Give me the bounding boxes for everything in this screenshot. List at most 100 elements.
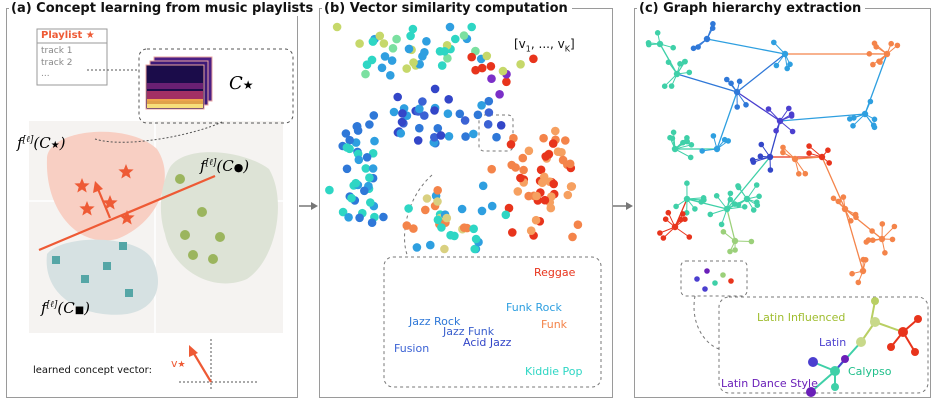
panel-vector-similarity: (b) Vector similarity computation [v1, .… [319,1,613,398]
embedding-point [433,215,443,225]
embedding-point [377,63,387,73]
vector-notation: [v1, ..., vK] [514,37,575,54]
embedding-point [492,132,501,142]
embedding-point [380,52,390,61]
graph-node [750,207,757,213]
graph-node [849,270,855,277]
graph-node [665,59,672,65]
graph-node [661,83,668,89]
graph-node [756,193,762,200]
embedding-point [437,61,447,70]
embedding-point [367,218,377,227]
graph-node [806,143,812,149]
graph-node [825,147,831,153]
embedding-point [412,243,422,252]
graph-node [686,69,693,76]
embedding-point [392,34,401,44]
embedding-point [368,149,378,158]
embedding-point [471,65,480,75]
embedding-point [409,224,418,233]
graph-node [680,139,686,146]
graph-node [748,238,755,245]
playlist-track: ... [41,69,50,79]
hierarchy-graph [645,21,929,397]
graph-hub [743,195,751,203]
graph-node [662,216,669,222]
embedding-point [486,62,496,71]
graph-node [701,197,707,203]
embedding-point [443,109,453,118]
graph-node [707,211,714,218]
circle-points [175,174,225,264]
label-latin-dance-style: Latin Dance Style [721,377,818,390]
embedding-point [546,203,556,213]
embedding-point [338,207,348,217]
embedding-point [544,150,554,159]
embedding-point [436,131,446,140]
embedding-point [487,201,497,211]
f-star-label: f[ℓ](C★) [17,134,66,152]
graph-node [867,98,874,105]
graph-node [835,198,842,205]
embedding-point [379,212,388,222]
star-point [102,195,118,210]
square-points [52,242,133,297]
graph-hub [731,237,739,245]
embedding-point [430,84,440,94]
embedding-point [409,58,418,67]
graph-node [796,171,802,177]
f-circle-label: f[ℓ](C●) [200,157,250,175]
graph-node [680,211,686,217]
graph-node [767,167,774,173]
c-star-label: C★ [229,73,254,94]
embedding-point [433,186,442,195]
embedding-point [342,164,352,174]
embedding-point [568,232,577,242]
embedding-point [487,164,496,174]
graph-node [682,216,688,222]
graph-node [702,286,708,292]
graph-node [855,279,862,286]
graph-node [728,278,734,284]
embedding-point [360,186,369,196]
panel-concept-learning: (a) Concept learning from music playlist… [6,1,318,398]
graph-node [826,160,832,166]
graph-node [669,135,676,142]
star-point [119,210,135,225]
embedding-point [551,126,560,136]
graph-node [735,183,741,189]
embedding-point [469,224,478,234]
graph-node [684,180,690,186]
graph-node [871,116,878,123]
spectrogram-icon [145,56,213,110]
graph-node [773,62,780,69]
embedding-point [467,52,476,62]
embedding-point [420,48,429,57]
graph-node [678,216,684,223]
embedding-point [370,136,379,146]
genre-reggae: Reggae [534,266,576,279]
embedding-point [484,96,494,106]
embedding-point [518,153,528,163]
graph-hub [713,145,721,153]
graph-node [879,221,886,227]
embedding-point [548,139,558,148]
embedding-point [402,221,412,230]
embedding-point [354,155,364,165]
graph-node [787,61,793,68]
graph-node [802,170,809,177]
graph-node [710,133,717,139]
panel-a-figure [29,28,294,389]
graph-node [709,25,716,32]
embedding-point [355,213,364,223]
playlist-track: track 2 [41,58,73,68]
embedding-point [506,140,516,149]
embedding-point [563,190,573,200]
embedding-point [502,77,511,87]
graph-node [784,65,790,72]
genre-acid-jazz: Acid Jazz [463,336,512,349]
embedding-point [387,56,397,65]
graph-node [718,221,725,228]
graph-node [682,58,688,65]
graph-node [690,45,697,52]
